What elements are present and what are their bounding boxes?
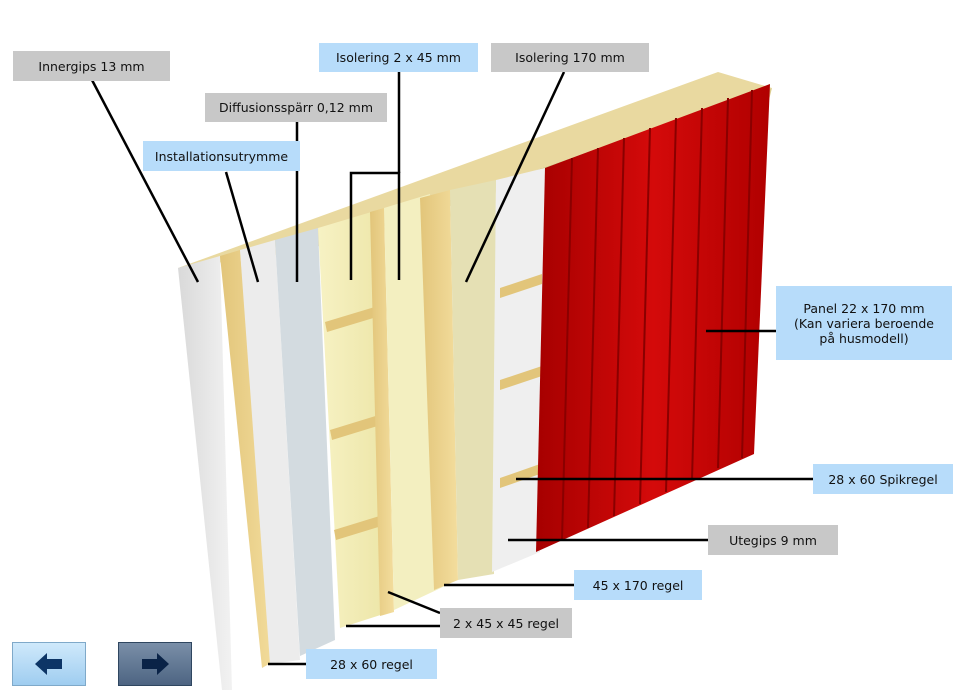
inner-gypsum-layer [178, 256, 232, 690]
label-installation-space: Installationsutrymme [143, 141, 300, 171]
label-stud-45x170: 45 x 170 regel [574, 570, 702, 600]
label-panel-line2: (Kan variera beroende [794, 315, 934, 331]
label-panel-line1: Panel 22 x 170 mm [803, 300, 925, 316]
stud-45x170 [420, 190, 458, 590]
spikregel-battens [500, 274, 542, 488]
arrow-left-icon [35, 653, 62, 675]
label-spikregel: 28 x 60 Spikregel [813, 464, 953, 494]
label-utegips: Utegips 9 mm [708, 525, 838, 555]
stud-28x60 [220, 250, 276, 668]
label-insulation-170: Isolering 170 mm [491, 43, 649, 72]
label-panel: Panel 22 x 170 mm (Kan variera beroende … [776, 286, 952, 360]
horizontal-battens-2x45 [325, 306, 388, 540]
label-innergips: Innergips 13 mm [13, 51, 170, 81]
stud-2x45x45 [370, 208, 394, 616]
panel-grooves [561, 89, 753, 541]
diffusion-barrier [275, 228, 335, 656]
wall-top-edge [178, 72, 772, 268]
back-button[interactable] [12, 642, 86, 686]
arrow-right-icon [142, 653, 169, 675]
forward-button[interactable] [118, 642, 192, 686]
label-stud-2x45x45: 2 x 45 x 45 regel [440, 608, 572, 638]
label-insulation-2x45: Isolering 2 x 45 mm [319, 43, 478, 72]
red-panel [536, 84, 770, 552]
label-panel-line3: på husmodell) [819, 330, 909, 346]
label-diffusion-barrier: Diffusionsspärr 0,12 mm [205, 93, 387, 122]
label-stud-28x60: 28 x 60 regel [306, 649, 437, 679]
installation-space [240, 240, 300, 664]
